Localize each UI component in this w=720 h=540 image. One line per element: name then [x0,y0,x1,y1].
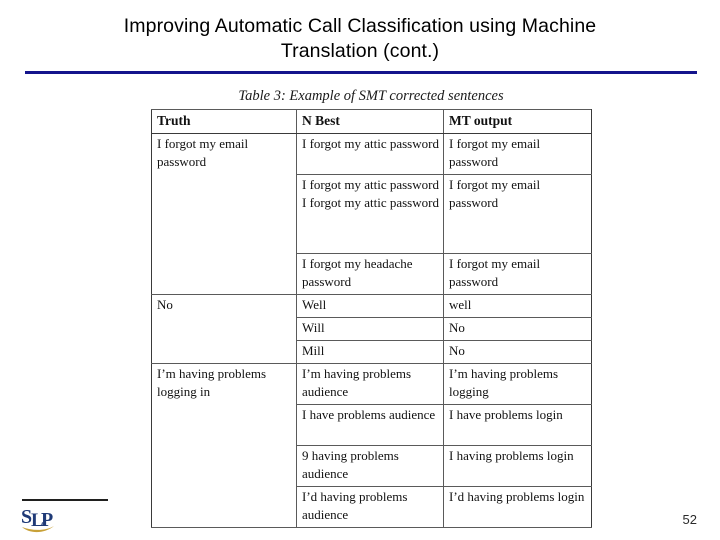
table-caption: Table 3: Example of SMT corrected senten… [238,88,504,104]
cell-nbest: 9 having problems audience [296,445,444,487]
table-header-row: Truth N Best MT output [151,109,592,134]
smt-corrected-sentences-table: Truth N Best MT output I forgot my email… [151,109,592,528]
cell-mt-output: No [443,340,592,364]
cell-mt-output: I’d having problems login [443,486,592,528]
cell-mt-output: I forgot my email password [443,253,592,295]
cell-mt-output: I forgot my email password [443,133,592,175]
page-title-line-2: Translation (cont.) [280,40,440,62]
cell-nbest: I have problems audience [296,404,444,446]
slp-logo-letter-l: L [31,510,44,531]
cell-nbest: I’m having problems audience [296,363,444,405]
cell-nbest: I forgot my attic password [296,133,444,175]
table-row: I forgot my headache password I forgot m… [152,253,592,295]
cell-mt-output: I’m having problems logging [443,363,592,405]
table-row: I’d having problems audience I’d having … [152,486,592,528]
page-number: 52 [682,512,697,527]
cell-truth: I’m having problems logging in [151,363,297,528]
cell-mt-output: I having problems login [443,445,592,487]
cell-mt-output: well [443,294,592,318]
column-header-truth: Truth [151,109,297,134]
table-row: I have problems audience I have problems… [152,404,592,446]
page-title-line-1: Improving Automatic Call Classification … [123,15,597,37]
table-row: I forgot my attic password I forgot my a… [152,174,592,254]
cell-mt-output: No [443,317,592,341]
column-header-n-best: N Best [296,109,444,134]
slp-logo: S L P [20,503,70,535]
cell-nbest: Well [296,294,444,318]
table-row: Will No [152,317,592,341]
slp-logo-icon: S L P [21,506,54,533]
cell-nbest: I’d having problems audience [296,486,444,528]
cell-truth: I forgot my email password [151,133,297,295]
cell-mt-output: I forgot my email password [443,174,592,254]
table-row: I forgot my email password I forgot my a… [151,133,592,295]
slp-logo-swoosh-icon [22,526,54,533]
column-header-mt-output: MT output [443,109,592,134]
cell-nbest: Mill [296,340,444,364]
cell-nbest: I forgot my headache password [296,253,444,295]
footer-divider [22,499,108,501]
cell-nbest: I forgot my attic password I forgot my a… [296,174,444,254]
table-row: I’m having problems logging in I’m havin… [151,363,592,528]
table-row: No Well well [151,294,592,364]
slp-logo-letter-p: P [41,509,53,531]
title-divider [25,71,697,74]
table-row: 9 having problems audience I having prob… [152,445,592,487]
page-title: Improving Automatic Call Classification … [26,14,694,64]
cell-nbest: Will [296,317,444,341]
cell-truth: No [151,294,297,364]
slp-logo-letter-s: S [21,506,32,528]
cell-mt-output: I have problems login [443,404,592,446]
